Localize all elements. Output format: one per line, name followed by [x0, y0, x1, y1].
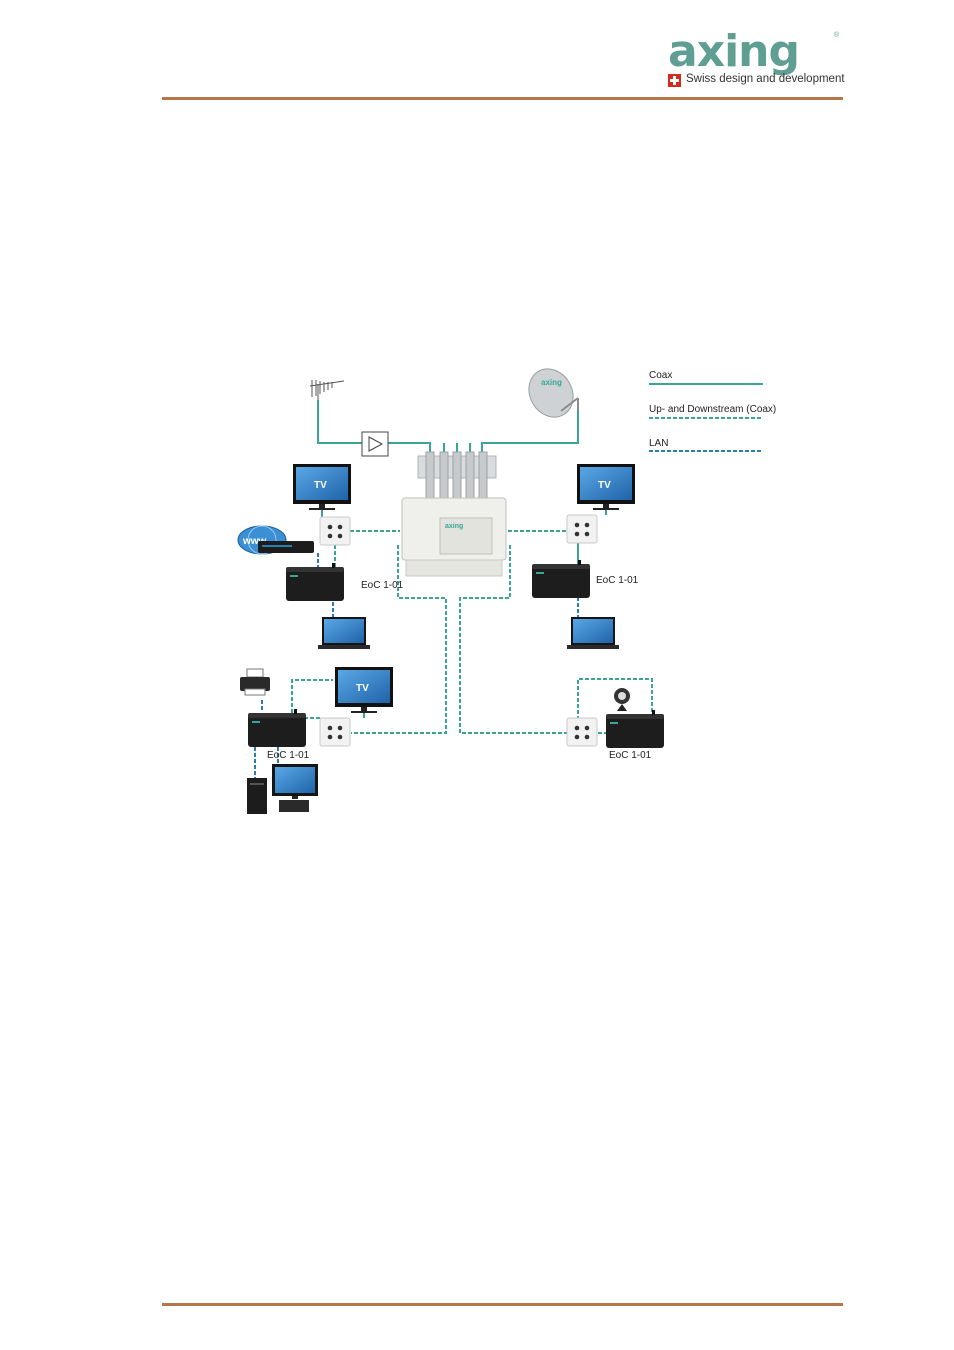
tv-label: TV — [356, 683, 369, 694]
terrestrial-antenna-icon — [309, 380, 345, 400]
webcam-icon — [614, 688, 630, 711]
wall-outlet-bottom-right — [566, 717, 598, 747]
eoc-modem-bottom-right — [606, 710, 664, 748]
brand-logo: axing ® Swiss design and development — [668, 26, 845, 90]
eoc-label-bottom-right: EoC 1-01 — [609, 750, 652, 761]
wall-outlet-top-right — [566, 514, 598, 544]
printer-icon — [240, 668, 270, 696]
wall-outlet-top-left — [319, 516, 351, 546]
satellite-dish-icon: axing — [528, 368, 579, 418]
amplifier-icon — [361, 431, 389, 457]
tv-label: TV — [598, 480, 611, 491]
laptop-top-left — [318, 617, 370, 649]
multiswitch-device: axing — [401, 451, 507, 577]
legend-updown-label: Up- and Downstream (Coax) — [649, 404, 776, 415]
eoc-modem-top-right — [532, 560, 590, 598]
logo-tagline: Swiss design and development — [686, 73, 845, 85]
logo-wordmark: axing — [668, 26, 800, 77]
tv-top-left: TV — [293, 464, 351, 510]
swiss-flag-icon — [668, 74, 681, 87]
legend-lan-label: LAN — [649, 438, 668, 449]
tv-bottom-left: TV — [335, 667, 393, 713]
desktop-pc-icon — [247, 764, 318, 814]
eoc-modem-top-left — [286, 563, 344, 601]
eoc-modem-bottom-left — [248, 709, 306, 747]
eoc-label-top-right: EoC 1-01 — [596, 575, 639, 586]
tv-label: TV — [314, 480, 327, 491]
router-icon — [258, 541, 314, 553]
wall-outlet-bottom-left — [319, 717, 351, 747]
www-label: www. — [242, 536, 269, 547]
legend-coax-label: Coax — [649, 370, 672, 381]
dish-brand-label: axing — [541, 378, 562, 387]
eoc-label-top-left: EoC 1-01 — [361, 580, 404, 591]
footer-rule — [162, 1303, 843, 1306]
header-rule — [162, 97, 843, 100]
multiswitch-brand-label: axing — [445, 523, 463, 530]
eoc-label-bottom-left: EoC 1-01 — [267, 750, 310, 761]
tv-top-right: TV — [577, 464, 635, 510]
logo-registered-mark: ® — [834, 32, 840, 39]
legend: Coax Up- and Downstream (Coax) LAN — [649, 370, 776, 452]
laptop-top-right — [567, 617, 619, 649]
